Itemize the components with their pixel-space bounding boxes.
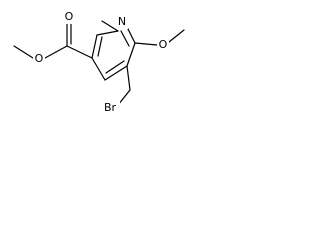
bond-c6-o — [134, 42, 158, 46]
bond-c2-n1 — [101, 20, 119, 32]
bromomethyl-group — [117, 65, 131, 106]
ester-oxygen-label: O — [35, 52, 44, 65]
ester-group — [13, 23, 93, 59]
bond-c5-c4-inner — [105, 60, 125, 74]
bond-c5-ch2 — [126, 65, 131, 91]
bond-c3-c2-inner — [97, 36, 103, 57]
molecule-structure: N O O O Br — [13, 10, 185, 115]
bond-carbonyl-c-o-single — [44, 45, 68, 59]
bond-c6-c5 — [126, 42, 136, 67]
bromine-label: Br — [104, 101, 117, 114]
atom-labels: N O O O Br — [33, 10, 169, 115]
methoxy-group — [134, 29, 185, 46]
nitrogen-label: N — [118, 15, 126, 28]
bond-c5-c4 — [104, 65, 128, 81]
bond-c4-c3 — [91, 57, 106, 81]
bond-o-ch3 — [168, 29, 185, 43]
bond-o-methyl — [13, 45, 34, 59]
carbonyl-oxygen-label: O — [65, 10, 74, 23]
pyridine-ring — [91, 20, 136, 81]
bond-n1-c6-inner — [120, 30, 130, 47]
bond-c2-n1-link — [96, 30, 119, 36]
methoxy-oxygen-label: O — [159, 38, 168, 51]
bond-c3-carbonyl-c — [66, 45, 93, 59]
bond-c3-c2 — [91, 34, 98, 59]
